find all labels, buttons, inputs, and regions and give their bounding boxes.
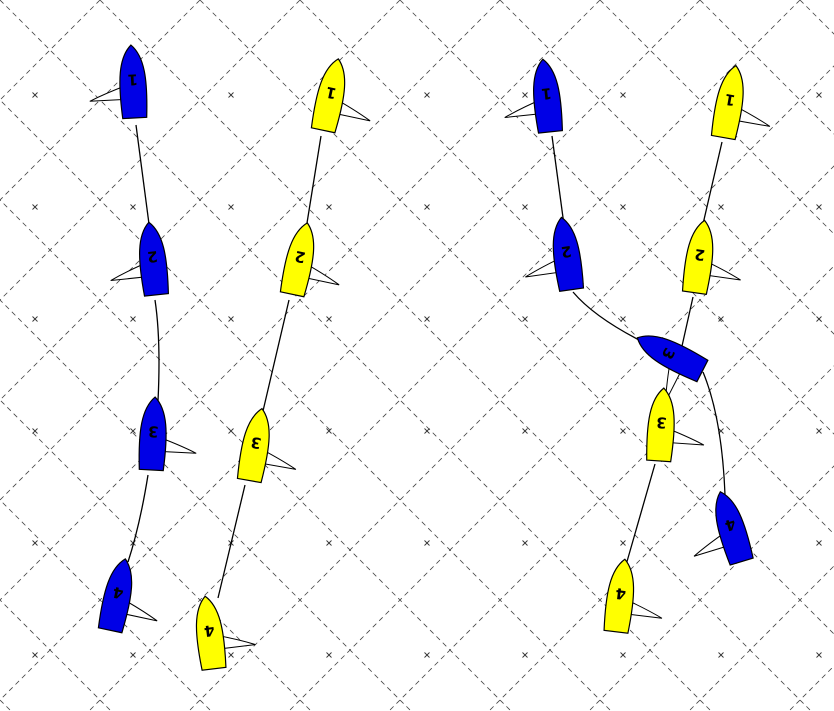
boat-number-label: 3 [148, 422, 159, 441]
grid-x-mark [229, 205, 234, 210]
grid-line [0, 0, 311, 711]
yellow-boat-2: 2 [279, 220, 350, 303]
grid-x-mark [33, 429, 38, 434]
grid-line [789, 0, 834, 711]
grid-x-mark [523, 317, 528, 322]
boat-number-label: 1 [540, 84, 552, 103]
yellow-boat-4: 4 [603, 558, 669, 637]
grid-x-mark [327, 317, 332, 322]
grid-line [0, 0, 500, 711]
grid-line [689, 0, 834, 711]
yellow-boat-1: 1 [310, 56, 381, 139]
yellow-boat-1: 1 [710, 63, 779, 145]
yellow-boat-3: 3 [236, 406, 305, 488]
yellow-track-line [307, 136, 321, 223]
grid-x-mark [229, 429, 234, 434]
grid-line [0, 0, 200, 711]
yellow-boat-2: 2 [681, 219, 748, 299]
grid-line [0, 0, 300, 711]
blue-track-line [573, 292, 645, 343]
grid-line [0, 0, 511, 711]
grid-x-mark [523, 541, 528, 546]
grid-line [0, 0, 611, 711]
grid-x-mark [229, 653, 234, 658]
grid-x-mark [719, 205, 724, 210]
grid-x-mark [817, 653, 822, 658]
grid-x-mark [33, 205, 38, 210]
blue-boat-4: 4 [97, 556, 168, 639]
grid-x-mark [621, 205, 626, 210]
grid-x-mark [229, 93, 234, 98]
grid-x-mark [229, 317, 234, 322]
yellow-boat-3: 3 [646, 387, 708, 464]
grid-x-mark [817, 541, 822, 546]
blue-boat-2: 2 [518, 216, 585, 296]
grid-x-mark [523, 205, 528, 210]
grid-x-mark [621, 93, 626, 98]
grid-x-mark [523, 429, 528, 434]
blue-track-line [703, 372, 725, 495]
grid-line [800, 0, 834, 711]
grid-x-mark [621, 653, 626, 658]
grid-x-mark [817, 93, 822, 98]
boat-number-label: 4 [203, 621, 216, 640]
grid-x-mark [327, 653, 332, 658]
grid-line [0, 0, 100, 711]
grid-x-mark [621, 541, 626, 546]
grid-x-mark [425, 317, 430, 322]
boat-number-label: 3 [656, 413, 668, 432]
blue-boat-1: 1 [499, 58, 564, 137]
grid-x-mark [327, 541, 332, 546]
blue-boat-3: 3 [138, 396, 199, 472]
yellow-track-line [703, 142, 722, 224]
grid-line [300, 0, 834, 711]
grid-x-mark [817, 317, 822, 322]
right-track-lines [552, 136, 725, 565]
blue-track-line [128, 475, 148, 562]
grid-line [0, 0, 11, 711]
grid-x-mark [425, 93, 430, 98]
grid-x-mark [425, 429, 430, 434]
blue-boat-4: 4 [678, 488, 754, 575]
blue-track-line [136, 125, 149, 224]
blue-track-line [155, 300, 159, 401]
grid-x-mark [33, 93, 38, 98]
grid-x-mark [621, 317, 626, 322]
grid-line [0, 0, 111, 711]
grid-x-mark [33, 653, 38, 658]
grid-x-mark [523, 653, 528, 658]
grid-x-mark [817, 429, 822, 434]
boat-number-label: 1 [127, 70, 138, 89]
grid-x-mark [33, 541, 38, 546]
grid-x-mark [33, 317, 38, 322]
grid-x-mark [523, 93, 528, 98]
grid-x-mark [817, 205, 822, 210]
grid-x-mark [327, 205, 332, 210]
grid-x-mark [425, 205, 430, 210]
yellow-boat-4: 4 [192, 591, 258, 670]
yellow-track-line [263, 300, 289, 411]
grid-x-mark [131, 205, 136, 210]
boat-number-label: 4 [614, 584, 627, 603]
blue-boat-1: 1 [87, 44, 148, 120]
boat-number-label: 2 [146, 247, 158, 266]
blue-track-line [552, 136, 564, 225]
blue-boat-2: 2 [105, 221, 170, 300]
grid-line [0, 0, 600, 711]
grid-x-mark [131, 653, 136, 658]
grid-x-mark [719, 653, 724, 658]
grid-x-mark [621, 429, 626, 434]
grid-x-mark [425, 541, 430, 546]
grid-x-mark [425, 653, 430, 658]
left-track-lines [128, 125, 321, 598]
grid-x-mark [131, 317, 136, 322]
